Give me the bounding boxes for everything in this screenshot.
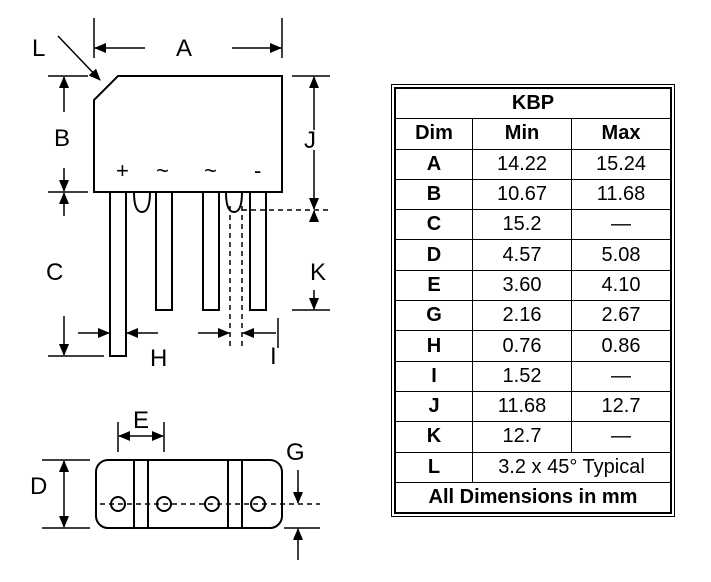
table-footer: All Dimensions in mm [394, 481, 672, 514]
bottom-view [95, 459, 283, 529]
table-title: KBP [394, 87, 672, 120]
pin-3 [202, 191, 220, 311]
label-K: K [310, 259, 326, 286]
cell-min: 15.2 [472, 209, 572, 241]
pin-2 [155, 191, 173, 311]
cell-max: 15.24 [571, 148, 672, 180]
header-min: Min [472, 118, 572, 150]
cell-dim: G [394, 300, 473, 332]
cell-min: 10.67 [472, 178, 572, 211]
cell-min: 1.52 [472, 360, 572, 392]
cell-dim: L [394, 451, 473, 483]
label-L: L [32, 35, 45, 62]
cell-dim: K [394, 421, 473, 453]
mold-notch-right [225, 191, 243, 214]
cell-max: 5.08 [571, 239, 672, 271]
cell-dim: I [394, 360, 473, 392]
cell-dim: E [394, 269, 473, 302]
cell-min: 4.57 [472, 239, 572, 271]
cell-min: 14.22 [472, 148, 572, 180]
cell-max: 4.10 [571, 269, 672, 302]
cell-max: — [571, 360, 672, 392]
cell-dim: B [394, 178, 473, 211]
header-max: Max [571, 118, 672, 150]
label-G: G [286, 439, 305, 466]
cell-dim: A [394, 148, 473, 180]
table-footer-row: All Dimensions in mm [394, 481, 672, 514]
cell-dim: C [394, 209, 473, 241]
mold-notch-left [133, 191, 151, 214]
cell-dim: H [394, 330, 473, 362]
label-C: C [46, 259, 63, 286]
label-D: D [30, 473, 47, 500]
cell-max: — [571, 421, 672, 453]
cell-max: — [571, 209, 672, 241]
pin-label-plus: + [116, 158, 129, 183]
pin-4 [249, 191, 267, 311]
bottom-outline [95, 459, 283, 529]
cell-min: 2.16 [472, 300, 572, 332]
cell-max: 11.68 [571, 178, 672, 211]
cell-max: 12.7 [571, 390, 672, 423]
label-A: A [176, 35, 192, 62]
cell-dim: D [394, 239, 473, 271]
label-B: B [54, 125, 70, 152]
label-J: J [304, 127, 316, 154]
pin-1 [109, 191, 127, 357]
front-view [93, 75, 283, 357]
cell-min: 3.60 [472, 269, 572, 302]
cell-typical: 3.2 x 45° Typical [472, 451, 672, 483]
table-header-row: Dim Min Max [394, 118, 672, 150]
header-dim: Dim [394, 118, 473, 150]
cell-min: 12.7 [472, 421, 572, 453]
package-body [93, 75, 283, 193]
label-H: H [150, 345, 167, 372]
cell-min: 11.68 [472, 390, 572, 423]
cell-max: 2.67 [571, 300, 672, 332]
pin-label-minus: - [254, 158, 261, 183]
label-E: E [133, 407, 149, 434]
cell-max: 0.86 [571, 330, 672, 362]
dimension-arrows [57, 35, 319, 356]
label-I: I [270, 343, 277, 370]
pin-label-ac2: ~ [204, 158, 217, 183]
table-row-L: L 3.2 x 45° Typical [394, 451, 672, 483]
cell-dim: J [394, 390, 473, 423]
cell-min: 0.76 [472, 330, 572, 362]
pin-label-ac1: ~ [156, 158, 169, 183]
